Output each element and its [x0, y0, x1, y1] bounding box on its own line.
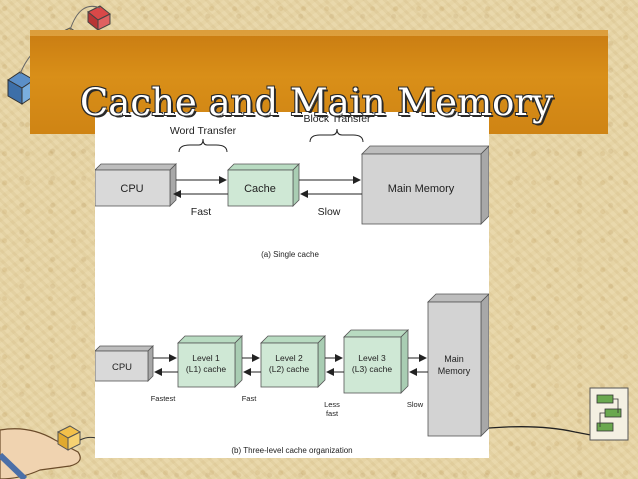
l2-cache-box: Level 2 (L2) cache — [260, 335, 326, 388]
fastest-label: Fastest — [151, 394, 177, 403]
slow-label: Slow — [318, 206, 341, 218]
cache-diagram: Word Transfer Block Transfer CPU Cache — [95, 113, 489, 455]
l1-label-line1: Level 1 — [192, 353, 220, 363]
main-memory-box: Main Memory — [361, 145, 489, 225]
slide-title: Cache and Main Memory — [80, 81, 554, 124]
l3-label-line2: (L3) cache — [352, 364, 392, 374]
l2-label-line1: Level 2 — [275, 353, 303, 363]
block-transfer-brace — [309, 128, 364, 143]
cpu-label: CPU — [120, 183, 143, 195]
l2-label-line2: (L2) cache — [269, 364, 309, 374]
main-memory-label-b-line1: Main — [444, 354, 464, 364]
cache-hierarchy-figure: Word Transfer Block Transfer CPU Cache — [95, 112, 489, 458]
cpu-label-b: CPU — [112, 362, 132, 373]
l1-cache-box: Level 1 (L1) cache — [177, 335, 243, 388]
main-memory-box-b: Main Memory — [427, 293, 489, 437]
main-memory-label-b-line2: Memory — [438, 366, 471, 376]
main-memory-label: Main Memory — [388, 183, 455, 195]
cpu-box-b: CPU — [95, 345, 154, 382]
word-transfer-brace — [178, 138, 228, 153]
title-banner-highlight — [30, 30, 608, 36]
l3-cache-box: Level 3 (L3) cache — [343, 329, 409, 394]
cache-label: Cache — [244, 183, 276, 195]
fast-label-b: Fast — [242, 394, 258, 403]
fast-label: Fast — [191, 206, 212, 218]
network-sketch-icon — [488, 387, 629, 441]
three-level-caption: (b) Three-level cache organization — [231, 446, 352, 455]
cpu-box: CPU — [95, 163, 177, 207]
less-fast-label-line2: fast — [326, 409, 339, 418]
single-cache-caption: (a) Single cache — [261, 250, 319, 259]
hand-sketch-icon — [0, 425, 97, 479]
slow-label-b: Slow — [407, 400, 424, 409]
word-transfer-label: Word Transfer — [170, 125, 237, 137]
cache-box: Cache — [227, 163, 300, 207]
less-fast-label-line1: Less — [324, 400, 340, 409]
block-transfer-label: Block Transfer — [303, 113, 371, 125]
l3-label-line1: Level 3 — [358, 353, 386, 363]
l1-label-line2: (L1) cache — [186, 364, 226, 374]
